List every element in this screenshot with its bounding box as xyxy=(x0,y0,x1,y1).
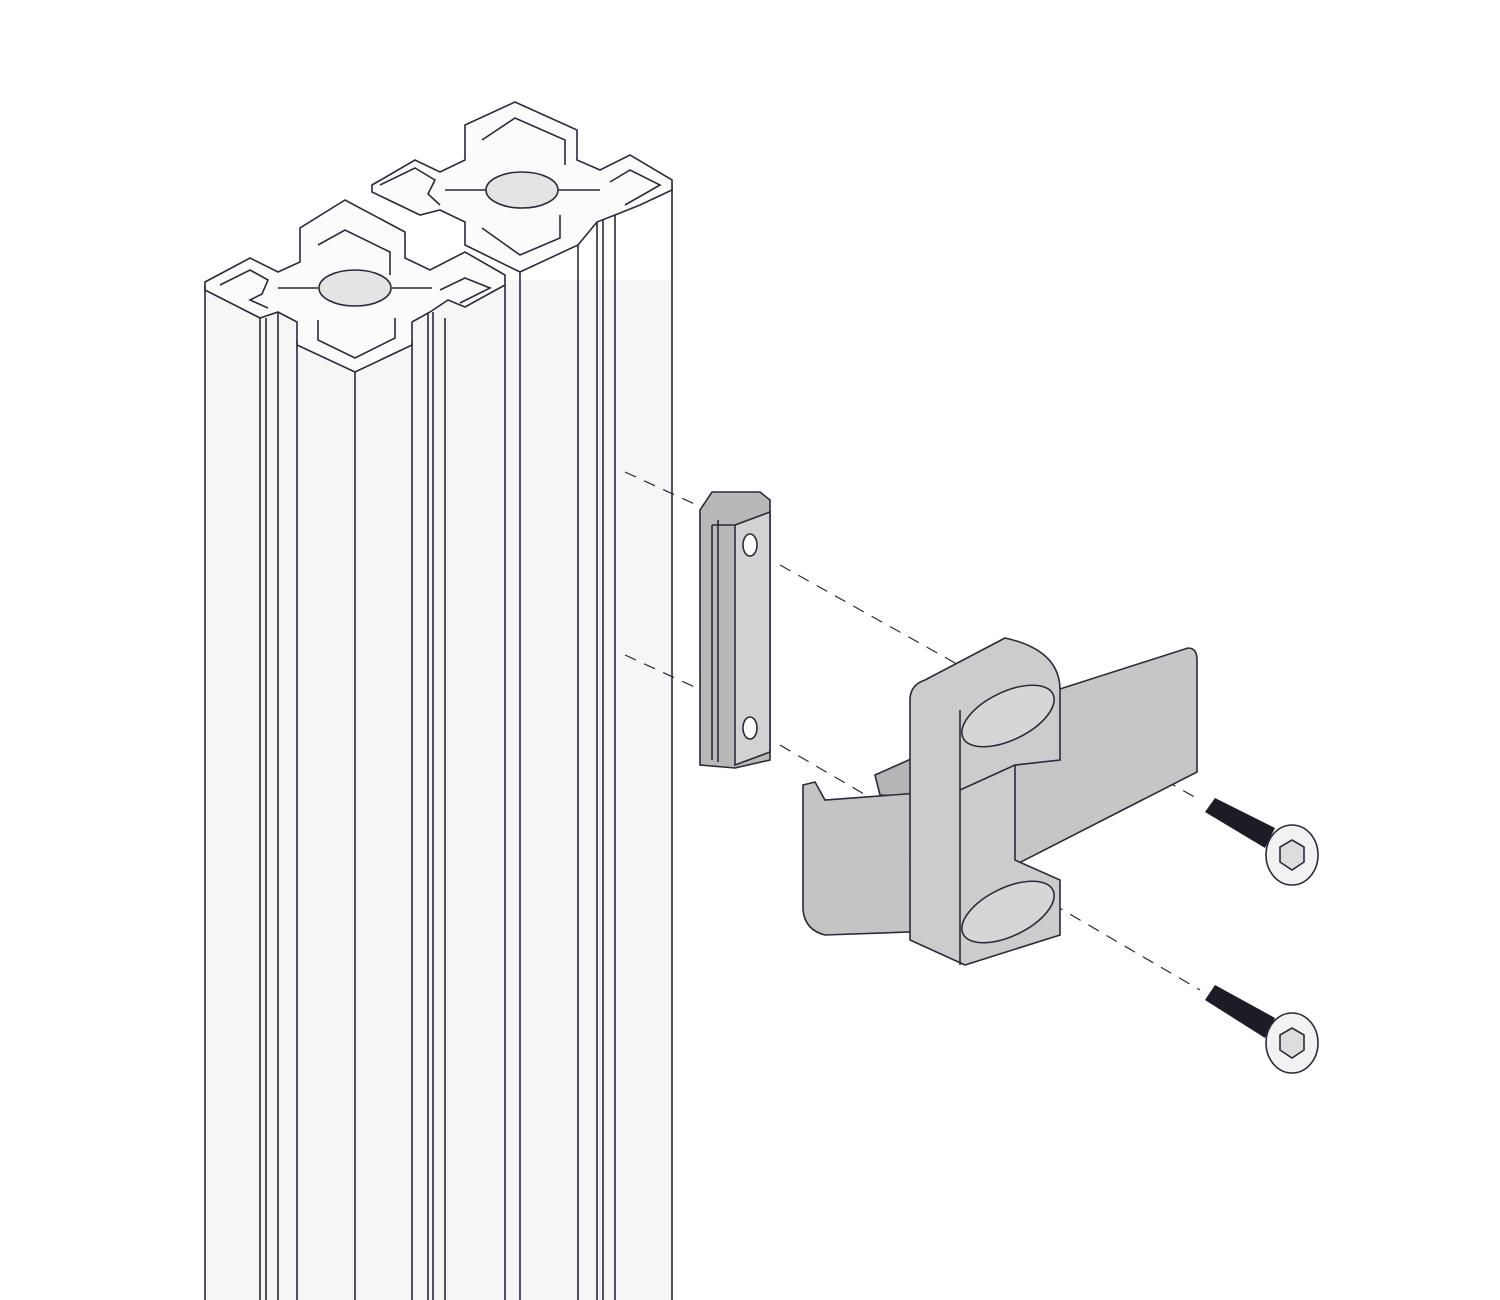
aluminum-profile xyxy=(204,101,673,1300)
hex-socket-icon xyxy=(1279,1027,1305,1059)
slot-hole-icon xyxy=(961,684,1055,748)
hole-icon xyxy=(742,533,758,557)
hinge xyxy=(802,637,1198,966)
hole-icon xyxy=(742,716,758,740)
profile-cross-section xyxy=(204,101,673,373)
hex-socket-icon xyxy=(1279,839,1305,871)
cap-screw xyxy=(1205,985,1319,1074)
slot-hole-icon xyxy=(961,880,1055,944)
slot-nut xyxy=(699,491,771,769)
cap-screw xyxy=(1205,798,1319,886)
